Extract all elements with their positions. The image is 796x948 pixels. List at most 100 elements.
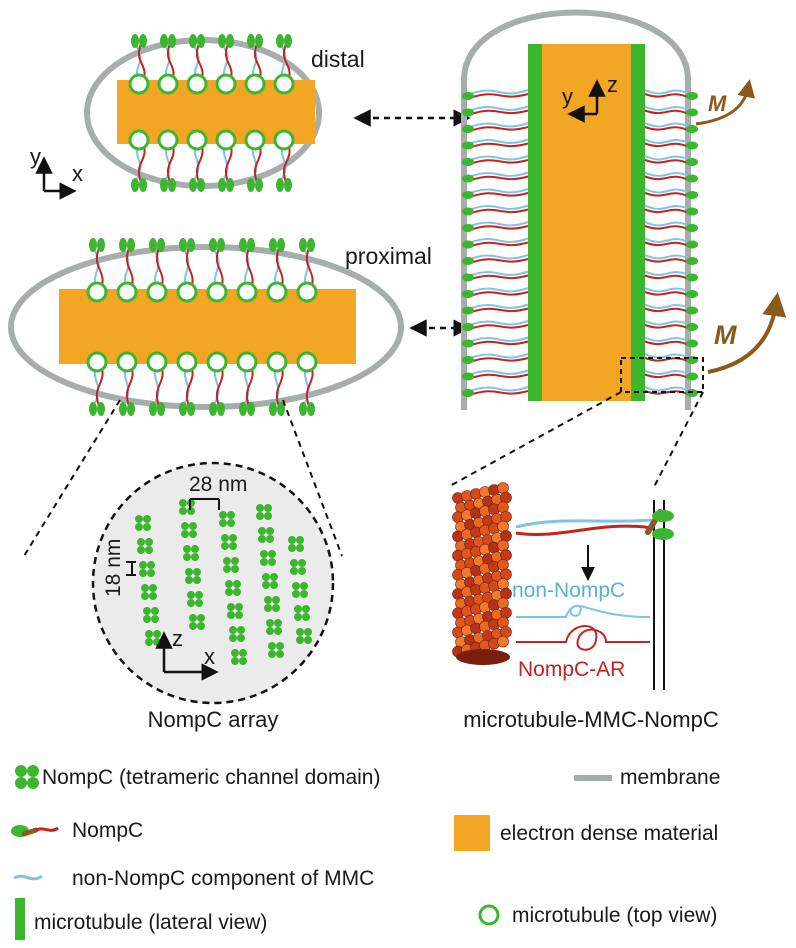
lateral-tether-blue — [644, 303, 691, 310]
proximal-cross-section — [8, 238, 404, 416]
axis-yz-indicator: y z — [562, 72, 618, 123]
nompc-dot — [217, 402, 225, 416]
nompc-dot — [119, 402, 127, 416]
lateral-nompc — [462, 191, 474, 199]
tubulin-bead — [497, 597, 509, 610]
nompc-dot — [189, 178, 197, 192]
nompc-dot — [277, 238, 285, 252]
nompc-subunit — [229, 634, 237, 642]
nompc-subunit — [147, 561, 155, 569]
nompc-subunit — [229, 626, 237, 634]
spacing-18-label: 18 nm — [102, 539, 125, 597]
lateral-nompc — [462, 207, 474, 216]
lateral-tether-red — [469, 274, 529, 281]
microtubule-top-view — [215, 73, 237, 95]
nompc-subunit — [290, 567, 298, 575]
lateral-tether-red — [644, 340, 691, 347]
lateral-tether-red — [644, 357, 691, 363]
tubulin-bead — [497, 558, 509, 571]
lateral-tether-blue — [469, 369, 529, 376]
lateral-tether-blue — [644, 254, 691, 260]
nompc-subunit — [288, 544, 296, 552]
lateral-tether-red — [644, 241, 691, 248]
microtubule-top-view — [206, 281, 228, 303]
lateral-nompc — [462, 257, 474, 265]
legend-non-nompc-component: non-NompC component of MMC — [72, 867, 374, 890]
nompc-subunit — [266, 535, 274, 543]
lateral-tether-red — [644, 258, 691, 264]
tubulin-bead — [500, 530, 512, 542]
tubulin-bead — [500, 626, 512, 638]
tubulin-bead — [500, 510, 512, 523]
nompc-array-caption: NompC array — [148, 707, 279, 732]
tubulin-bead — [497, 501, 509, 514]
tubulin-bead — [497, 520, 509, 533]
lateral-mmc-right — [644, 89, 698, 397]
nompc-dot — [226, 178, 234, 192]
nompc-tetramer — [225, 580, 241, 596]
axis-z-label: z — [607, 72, 618, 97]
lateral-tether-red — [469, 258, 529, 264]
microtubule-top-view — [86, 351, 108, 373]
lateral-nompc — [462, 92, 474, 100]
nompc-subunit — [272, 596, 280, 604]
legend-microtubule-lateral-icon — [15, 898, 25, 940]
nompc-dot — [247, 402, 255, 416]
nompc-subunit — [181, 522, 189, 530]
nompc-subunit — [227, 611, 235, 619]
nompc-subunit — [302, 605, 310, 613]
nompc-subunit — [270, 581, 278, 589]
lateral-tether-blue — [644, 155, 691, 161]
axis-y2-label: y — [562, 84, 573, 109]
tubulin-bead — [497, 578, 509, 590]
lateral-tether-red — [469, 192, 529, 198]
nompc-subunit — [264, 512, 272, 520]
nompc-subunit — [195, 591, 203, 599]
lateral-tether-red — [469, 241, 529, 248]
lateral-nompc — [462, 290, 474, 298]
lateral-tether-red — [644, 192, 691, 198]
nompc-subunit — [219, 511, 227, 519]
nompc-subunit — [137, 546, 145, 554]
nompc-subunit — [197, 614, 205, 622]
lateral-tether-blue — [469, 237, 529, 244]
lateral-tether-red — [644, 159, 691, 165]
lateral-tether-red — [469, 291, 529, 297]
nompc-tetramer — [258, 527, 274, 543]
legend-membrane: membrane — [620, 766, 720, 789]
nompc-subunit — [262, 581, 270, 589]
proximal-label: proximal — [345, 243, 432, 269]
nompc-dot — [247, 34, 255, 48]
nompc-dot — [149, 402, 157, 416]
lateral-tether-red — [469, 357, 529, 363]
tubulin-bead — [500, 606, 512, 619]
nompc-subunit — [290, 559, 298, 567]
nompc-subunit — [179, 507, 187, 515]
lateral-microtubule-left — [528, 44, 542, 401]
tubulin-bead — [497, 616, 509, 629]
nompc-subunit — [237, 634, 245, 642]
nompc-dot — [89, 402, 97, 416]
lateral-tether-red — [644, 208, 691, 215]
nompc-dot — [119, 238, 127, 252]
tubulin-bead — [500, 549, 512, 562]
tubulin-bead — [497, 635, 509, 648]
lateral-membrane — [461, 9, 691, 410]
lateral-tether-red — [469, 142, 529, 149]
microtubule-base — [456, 649, 510, 665]
nompc-tetramer — [229, 626, 245, 642]
lateral-nompc — [462, 158, 474, 166]
nompc-subunit — [147, 569, 155, 577]
nompc-dot — [299, 402, 307, 416]
lateral-nompc — [462, 108, 474, 117]
nompc-tetramer — [292, 582, 308, 598]
nompc-dot — [217, 238, 225, 252]
nompc-subunit — [179, 499, 187, 507]
nompc-subunit — [235, 611, 243, 619]
lateral-nompc — [462, 389, 474, 397]
lateral-view: y z — [461, 9, 704, 410]
mmc-zoom-line-left — [447, 391, 622, 488]
microtubule-top-view — [186, 129, 208, 151]
lateral-nompc — [462, 323, 474, 331]
nompc-subunit — [266, 627, 274, 635]
